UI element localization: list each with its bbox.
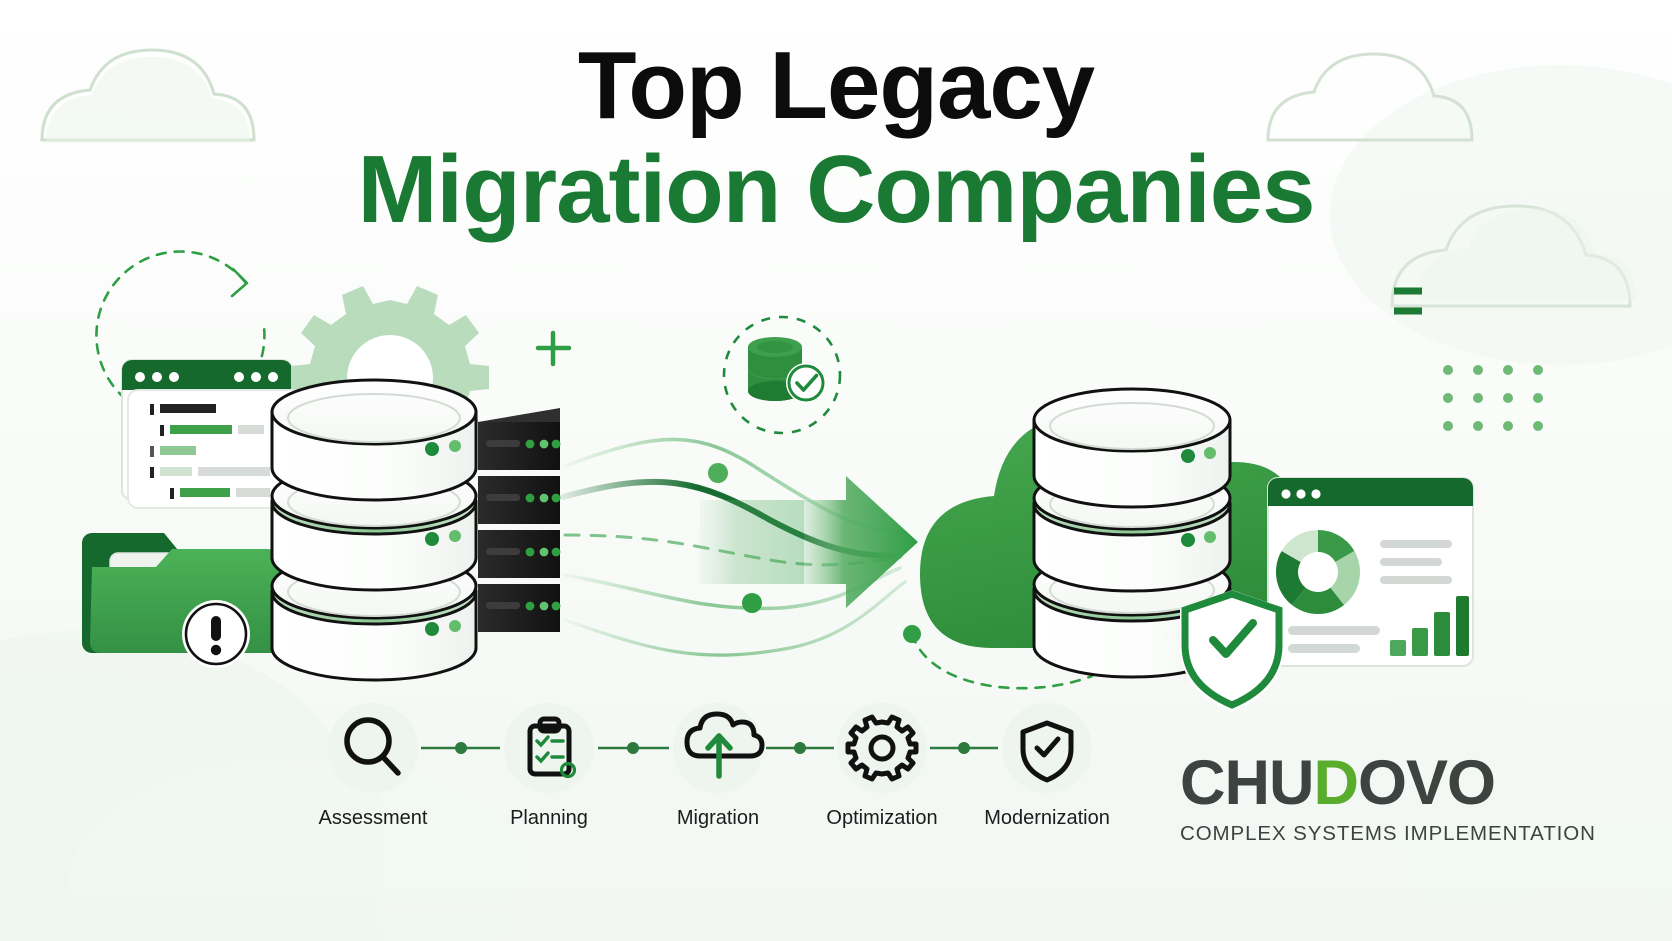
- bg-blob-left: [0, 630, 530, 941]
- logo-tagline: COMPLEX SYSTEMS IMPLEMENTATION: [1180, 822, 1596, 845]
- step-label-planning: Planning: [510, 807, 588, 829]
- process-step-strip: [328, 703, 1092, 793]
- process-step-migration[interactable]: [673, 703, 765, 793]
- decor-cloud-topleft: [40, 48, 256, 142]
- migration-arrow: [700, 476, 918, 608]
- page-title: Top Legacy Migration Companies: [0, 38, 1672, 238]
- rack-unit: [478, 408, 561, 470]
- arc-endpoint-dot: [903, 625, 921, 643]
- title-line-2: Migration Companies: [357, 136, 1315, 243]
- step-label-assessment: Assessment: [318, 807, 428, 829]
- database-verified-badge: [722, 315, 842, 435]
- cloud-dashed-arc: [910, 632, 1094, 690]
- bar-chart: [1390, 596, 1469, 656]
- step-label-optimization: Optimization: [826, 807, 938, 829]
- code-editor-window-back: [127, 389, 311, 509]
- window-dots-left: [135, 372, 179, 382]
- cloud-upload-icon: [684, 711, 765, 779]
- folder-warning: [82, 533, 280, 668]
- process-step-planning[interactable]: [504, 703, 594, 793]
- equals-icon: [1394, 287, 1422, 315]
- security-shield-check: [1180, 590, 1284, 712]
- logo-wordmark: CHUDOVO: [1180, 752, 1650, 815]
- dot-grid-decor: [1443, 365, 1543, 431]
- decor-cloud-topleft-fill: [46, 57, 250, 143]
- refresh-arrowhead-icon: [230, 267, 249, 298]
- shield-check-icon: [1020, 720, 1074, 783]
- dashboard-text-lines: [1288, 626, 1380, 653]
- rack-unit: [478, 584, 561, 632]
- check-icon: [1209, 619, 1257, 658]
- logo-part-d: D: [1313, 748, 1359, 818]
- exclamation-badge-icon: [182, 600, 250, 668]
- gear-icon: [845, 714, 919, 782]
- donut-chart: [1275, 530, 1361, 615]
- check-badge-icon: [786, 363, 826, 403]
- decor-cloud-topright2: [1390, 204, 1632, 308]
- plus-icon: [535, 330, 572, 367]
- company-logo: CHUDOVO COMPLEX SYSTEMS IMPLEMENTATION: [1180, 752, 1650, 846]
- magnifier-icon: [344, 717, 401, 776]
- code-lines-back: [150, 404, 270, 499]
- server-rack: [478, 408, 561, 632]
- clipboard-check-icon: [527, 716, 577, 779]
- dashboard-window-dots: [1281, 489, 1321, 499]
- process-step-assessment[interactable]: [328, 703, 418, 793]
- step-connector: [421, 742, 998, 754]
- step-label-migration: Migration: [676, 807, 760, 829]
- legacy-database-stack: [270, 378, 478, 682]
- decor-cloud-topright: [1266, 52, 1474, 142]
- process-step-modernization[interactable]: [1002, 703, 1092, 793]
- analytics-dashboard-window: [1267, 477, 1474, 667]
- logo-part-chu: CHU: [1180, 748, 1314, 818]
- rack-unit: [478, 530, 561, 578]
- process-step-optimization[interactable]: [837, 703, 927, 793]
- title-line-1: Top Legacy: [577, 32, 1095, 139]
- rack-unit: [478, 476, 561, 524]
- decor-cloud-topright-fill: [1418, 208, 1636, 300]
- logo-part-ovo: OVO: [1358, 748, 1496, 818]
- window-dots-right: [234, 372, 278, 382]
- step-label-modernization: Modernization: [984, 807, 1110, 829]
- dashboard-legend-lines: [1380, 540, 1452, 584]
